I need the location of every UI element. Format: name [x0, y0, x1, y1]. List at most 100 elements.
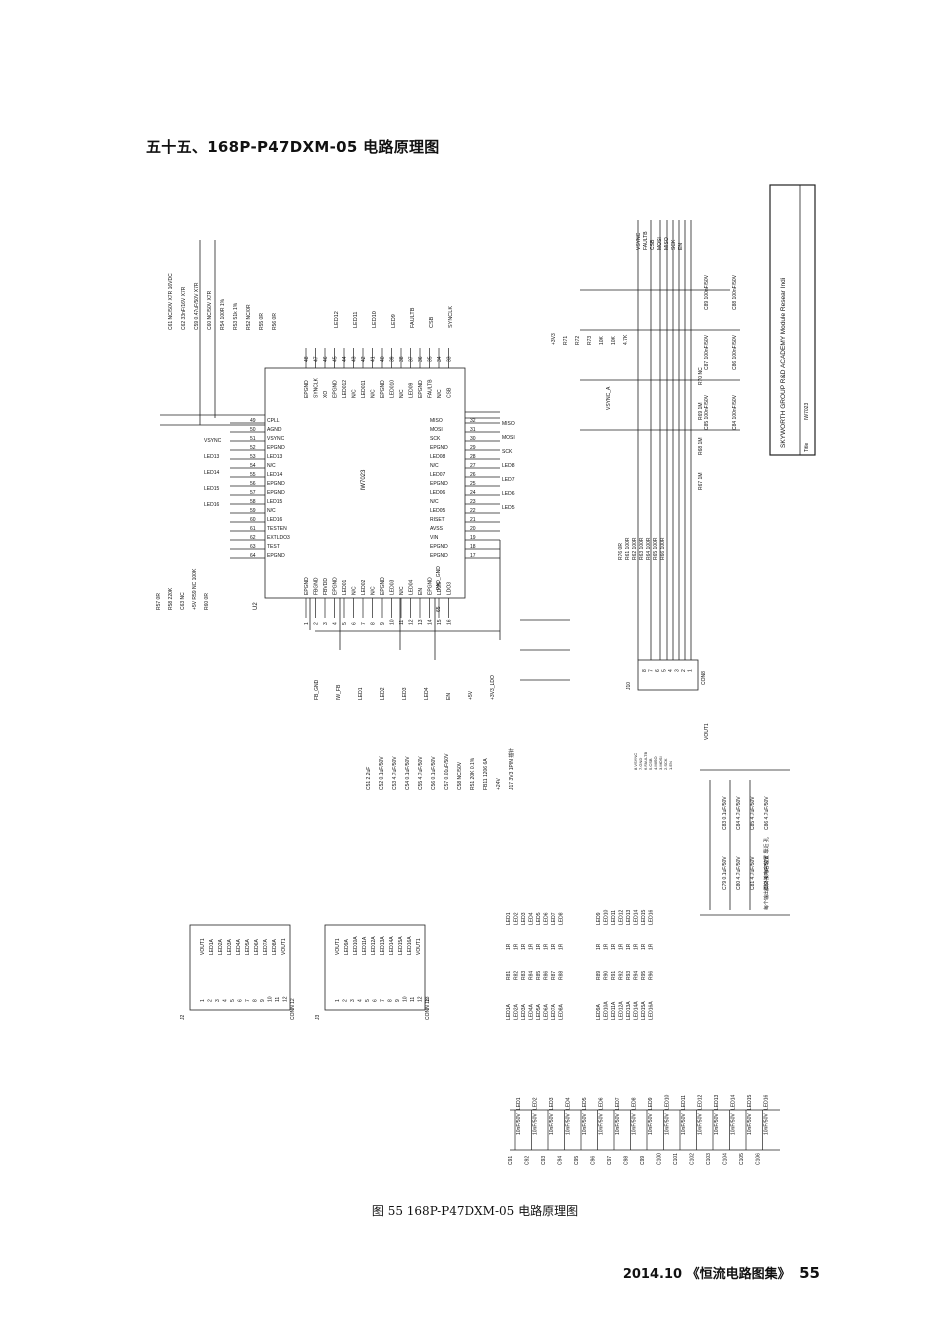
cap-bank-ref: C104 [723, 1153, 729, 1165]
j10-legend-item: 7.GND [638, 758, 643, 770]
j3-net-label: LED15A [398, 936, 404, 955]
ic-left-pin-name: VSYNC [267, 436, 285, 442]
cap-bank-ref: C94 [558, 1156, 564, 1165]
ic-right-pin-name: EPGND [430, 544, 448, 550]
ic-top-pin-name: EPGND [304, 380, 310, 398]
res-bank-b-in: LED16A [649, 1001, 655, 1020]
ic-right-pin-name: SCK [430, 436, 441, 442]
ic-left-pin-num: 50 [250, 427, 256, 433]
component-label-left: R57 0R [156, 593, 162, 610]
ic-bottom-pin-num: 6 [352, 622, 358, 625]
ic-right-pin-name: MISO [430, 418, 443, 424]
ic-left-pin-num: 62 [250, 535, 256, 541]
ic-right-pin-num: 27 [470, 463, 476, 469]
res-bank-b-ref: R90 [604, 971, 610, 980]
top-net-label: LED10 [372, 311, 378, 328]
ic-top-pin-name: FAULTB [428, 379, 434, 398]
res-bank-a-value: 1R [521, 943, 527, 950]
ic-right-pin-num: 18 [470, 544, 476, 550]
cap-bank-net: LED10 [665, 1094, 671, 1110]
j2-net-label: VOUT1 [281, 938, 287, 955]
ic-bottom-pin-num: 13 [418, 619, 424, 625]
cap-bank-value: 10nF/50V [615, 1113, 621, 1135]
res-bank-a-in: LED2A [514, 1003, 520, 1020]
res-bank-b-out: LED13 [626, 909, 632, 925]
cap-bank-net: LED8 [632, 1097, 638, 1110]
res-bank-a-out: LED4 [529, 912, 535, 925]
res-bank-a-ref: R88 [559, 971, 565, 980]
j2-net-label: LED8A [272, 938, 278, 955]
bottom-net-label: LED2 [380, 687, 386, 700]
ic-left-pin-num: 59 [250, 508, 256, 514]
connector-j2 [189, 924, 291, 1011]
cap-bank-value: 10nF/50V [648, 1113, 654, 1135]
ic-top-pin-num: 34 [437, 356, 443, 362]
right-net-label: LED8 [502, 463, 515, 469]
component-label-bottom: J17 3V3 1PIN 插针 [508, 748, 515, 790]
cap-bank-ref: C99 [640, 1156, 646, 1165]
ic-bottom-pin-num: 8 [371, 622, 377, 625]
ic-left-pin-name: AGND [267, 427, 282, 433]
top-net-label: SYNCLK [448, 306, 454, 328]
j3-pin-num: 3 [350, 999, 356, 1002]
ic-top-pin-name: EPGND [333, 380, 339, 398]
ic-left-pin-num: 63 [250, 544, 256, 550]
bottom-net-label: +3V3_LDO [490, 675, 496, 700]
series-res-label: R62 100R [632, 537, 638, 560]
res-bank-a-ref: R83 [521, 971, 527, 980]
res-bank-a-in: LED1A [506, 1003, 512, 1020]
component-label-left: R58 220K [168, 587, 174, 610]
component-label-top: R55 0R [259, 313, 265, 330]
ic-right-pin-name: LED07 [430, 472, 446, 478]
cap-bank-net: LED15 [747, 1094, 753, 1110]
title-block-title-value: IW7023 [804, 403, 810, 420]
component-label-top: C59 0.47uF/50V X7R [194, 282, 200, 330]
series-res-label: R65 100R [653, 537, 659, 560]
series-res-label: R63 100R [639, 537, 645, 560]
ic-right-pin-num: 22 [470, 508, 476, 514]
j3-pin-num: 12 [418, 996, 424, 1002]
filter-cap-label: C88 100nF/50V [732, 274, 738, 310]
res-bank-a-ref: R84 [529, 971, 535, 980]
res-bank-b-ref: R92 [619, 971, 625, 980]
vout-cap-label: C83 0.1uF/50V [722, 796, 728, 830]
j10-legend-item: 1.EN [668, 761, 673, 770]
ic-right-pin-name: N/C [430, 499, 439, 505]
j3-pin-num: 2 [343, 999, 349, 1002]
filter-cap-label: C85 100nF/50V [704, 394, 710, 430]
component-label-top: C60 NC/50V X7R [207, 290, 213, 330]
j2-pin-num: 1 [200, 999, 206, 1002]
cap-bank-ref: C97 [607, 1156, 613, 1165]
j3-pin-num: 10 [403, 996, 409, 1002]
ic-top-pin-name: LED012 [342, 380, 348, 398]
res-bank-a-ref: R82 [514, 971, 520, 980]
res-bank-a-value: 1R [506, 943, 512, 950]
ic-top-pin-name: N/C [371, 389, 377, 398]
cap-bank-net: LED14 [731, 1094, 737, 1110]
cap-bank-net: LED4 [566, 1097, 572, 1110]
res-bank-b-value: 1R [626, 943, 632, 950]
ic-left-pin-num: 64 [250, 553, 256, 559]
figure-caption: 图 55 168P-P47DXM-05 电路原理图 [371, 1204, 579, 1218]
res-bank-a-in: LED3A [521, 1003, 527, 1020]
ic-bottom-pin-num: 2 [314, 622, 320, 625]
j2-pin-num: 12 [283, 996, 289, 1002]
cap-bank-value: 10nF/50V [698, 1113, 704, 1135]
j3-net-label: VOUT1 [335, 938, 341, 955]
res-bank-b-in: LED10A [604, 1001, 610, 1020]
ic-bottom-pin-num: 14 [428, 619, 434, 625]
ic-right-pin-num: 28 [470, 454, 476, 460]
filter-res-label: R69 1M [698, 402, 704, 420]
ic-bottom-pin-num: 5 [342, 622, 348, 625]
ic-left-pin-name: EPGND [267, 445, 285, 451]
res-bank-a-in: LED4A [529, 1003, 535, 1020]
res-bank-b-out: LED14 [634, 909, 640, 925]
ic-bottom-pin-num: 12 [409, 619, 415, 625]
left-net-label: LED15 [204, 486, 220, 492]
res-bank-b-value: 1R [641, 943, 647, 950]
j10-net-label: MISO [664, 237, 670, 250]
res-bank-b-out: LED10 [604, 909, 610, 925]
component-label-bottom: FB11 1206 6A [483, 758, 489, 790]
filter-cap-label: C86 100nF/50V [732, 334, 738, 370]
j2-net-label: LED1A [209, 938, 215, 955]
